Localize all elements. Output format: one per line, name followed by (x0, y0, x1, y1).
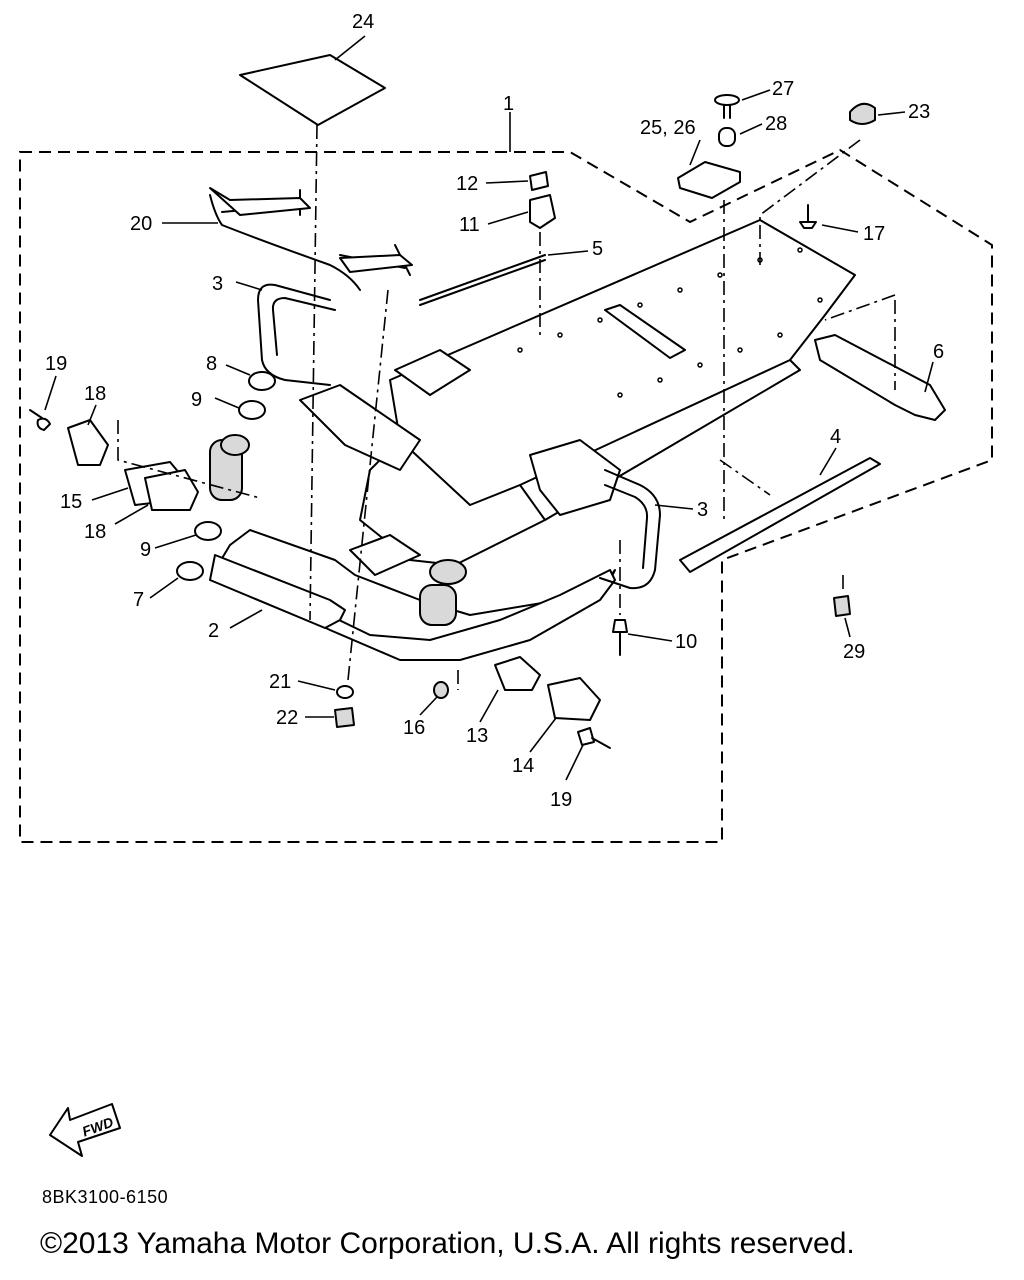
part-19-rivet-a (29, 409, 51, 431)
callout-2: 2 (208, 620, 219, 642)
part-27-screw (714, 94, 740, 119)
callout-25-26: 25, 26 (640, 117, 696, 139)
copyright-notice: ©2013 Yamaha Motor Corporation, U.S.A. A… (40, 1227, 855, 1260)
main-frame (209, 219, 856, 661)
diagram-code: 8BK3100-6150 (42, 1187, 169, 1207)
part-25-26-cover (677, 161, 741, 199)
callout-9-lower: 9 (140, 539, 151, 561)
part-24-sheet (239, 54, 386, 126)
callout-1: 1 (503, 93, 514, 115)
part-29-plug (833, 595, 851, 617)
part-18-gasket-b (144, 469, 199, 511)
part-23-cap (849, 102, 876, 125)
part-5-rod (419, 254, 546, 306)
callout-16: 16 (403, 717, 425, 739)
callout-21: 21 (269, 671, 291, 693)
part-19-rivet-b (577, 727, 611, 749)
leader-lines (44, 35, 934, 781)
callout-20: 20 (130, 213, 152, 235)
callout-19-upper: 19 (45, 353, 67, 375)
part-14-plate (547, 677, 601, 721)
callout-10: 10 (675, 631, 697, 653)
part-12-nut (529, 171, 549, 191)
callout-11: 11 (459, 214, 480, 236)
fwd-arrow-icon: FWD (49, 1103, 121, 1157)
part-8-grommet (248, 371, 276, 391)
part-3-upper-hoop (257, 283, 336, 386)
part-11-clip (529, 194, 556, 229)
callout-4: 4 (830, 426, 841, 448)
part-3-rear-hoop (599, 469, 661, 590)
callout-13: 13 (466, 725, 488, 747)
part-10-rivet (612, 619, 628, 656)
callout-29: 29 (843, 641, 865, 663)
callout-7: 7 (133, 589, 144, 611)
callout-6: 6 (933, 341, 944, 363)
part-9-grommet-a (238, 400, 266, 420)
callout-8: 8 (206, 353, 217, 375)
alignment-lines (117, 124, 896, 690)
callout-22: 22 (276, 707, 298, 729)
part-21-washer (336, 685, 354, 699)
assembly-boundary (19, 148, 993, 843)
callout-3-upper: 3 (212, 273, 223, 295)
part-9-grommet-b (194, 521, 222, 541)
part-4-rail (679, 457, 881, 573)
callout-24: 24 (352, 11, 374, 33)
callout-14: 14 (512, 755, 534, 777)
part-13-gasket (494, 656, 541, 691)
callout-12: 12 (456, 173, 478, 195)
callout-18-upper: 18 (84, 383, 106, 405)
callout-18-lower: 18 (84, 521, 106, 543)
part-17-rivet (799, 204, 817, 229)
part-16-grommet (433, 681, 449, 699)
callout-17: 17 (863, 223, 885, 245)
part-6-bracket (814, 334, 946, 421)
callout-28: 28 (765, 113, 787, 135)
part-18-gasket-a (67, 419, 109, 466)
part-28-collar (718, 127, 736, 147)
callout-27: 27 (772, 78, 794, 100)
callout-23: 23 (908, 101, 930, 123)
callout-15: 15 (60, 491, 82, 513)
callout-5: 5 (592, 238, 603, 260)
part-22-nut (334, 707, 355, 728)
callout-3-rear: 3 (697, 499, 708, 521)
callout-9-upper: 9 (191, 389, 202, 411)
callout-19-lower: 19 (550, 789, 572, 811)
part-7-grommet (176, 561, 204, 581)
